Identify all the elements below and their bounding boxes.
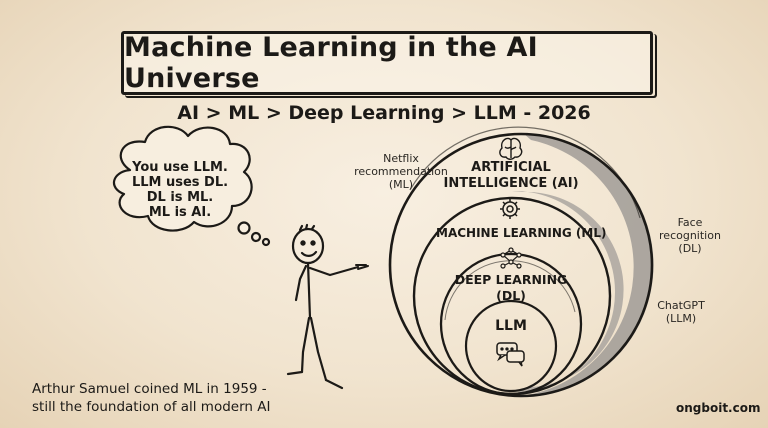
ai-label-line2: INTELLIGENCE (AI) <box>443 176 579 191</box>
chatgpt-line1: ChatGPT <box>657 299 705 312</box>
brand-watermark: ongboit.com <box>676 401 761 415</box>
face-line3: (DL) <box>678 242 702 255</box>
ai-ring-label: ARTIFICIAL INTELLIGENCE (AI) <box>436 160 586 192</box>
chatgpt-line2: (LLM) <box>665 312 697 325</box>
chat-bubbles-icon <box>496 342 525 367</box>
netflix-example: Netflix recommendation (ML) <box>346 152 456 191</box>
subtitle: AI > ML > Deep Learning > LLM - 2026 <box>177 102 591 124</box>
llm-ring <box>464 299 558 393</box>
dl-ring <box>439 252 583 396</box>
footer-line1: Arthur Samuel coined ML in 1959 - <box>32 381 267 397</box>
ai-ring-shadow <box>520 133 654 398</box>
netflix-line2: recommendation <box>354 165 448 178</box>
llm-ring-label: LLM <box>495 318 527 334</box>
footer-line2: still the foundation of all modern AI <box>32 399 271 415</box>
ai-label-line1: ARTIFICIAL <box>471 160 551 175</box>
dl-ring-label: DEEP LEARNING (DL) <box>446 272 576 304</box>
ai-ring <box>388 132 654 398</box>
neural-network-icon <box>500 247 522 269</box>
brain-icon <box>499 137 523 160</box>
netflix-line1: Netflix <box>383 152 419 165</box>
ml-ring-label: MACHINE LEARNING (ML) <box>436 226 607 240</box>
netflix-line3: (ML) <box>388 178 414 191</box>
dl-label-line2: (DL) <box>496 288 526 303</box>
nested-rings <box>388 126 654 398</box>
thought-line: You use LLM. <box>132 160 228 175</box>
page-title: Machine Learning in the AI Universe <box>124 32 538 94</box>
thought-line: DL is ML. <box>146 190 214 205</box>
thought-text: You use LLM. LLM uses DL. DL is ML. ML i… <box>125 160 235 220</box>
chatgpt-example: ChatGPT (LLM) <box>641 299 721 325</box>
thought-line: ML is AI. <box>148 205 212 220</box>
thought-bubble <box>113 125 271 247</box>
face-line2: recognition <box>659 229 721 242</box>
face-recognition-example: Face recognition (DL) <box>650 216 730 255</box>
dl-label-line1: DEEP LEARNING <box>454 272 568 287</box>
title-box: Machine Learning in the AI Universe <box>121 31 653 95</box>
footer-note: Arthur Samuel coined ML in 1959 - still … <box>32 380 270 416</box>
gear-icon <box>500 199 520 219</box>
stick-figure <box>286 223 369 390</box>
thought-line: LLM uses DL. <box>131 175 229 190</box>
face-line1: Face <box>677 216 703 229</box>
